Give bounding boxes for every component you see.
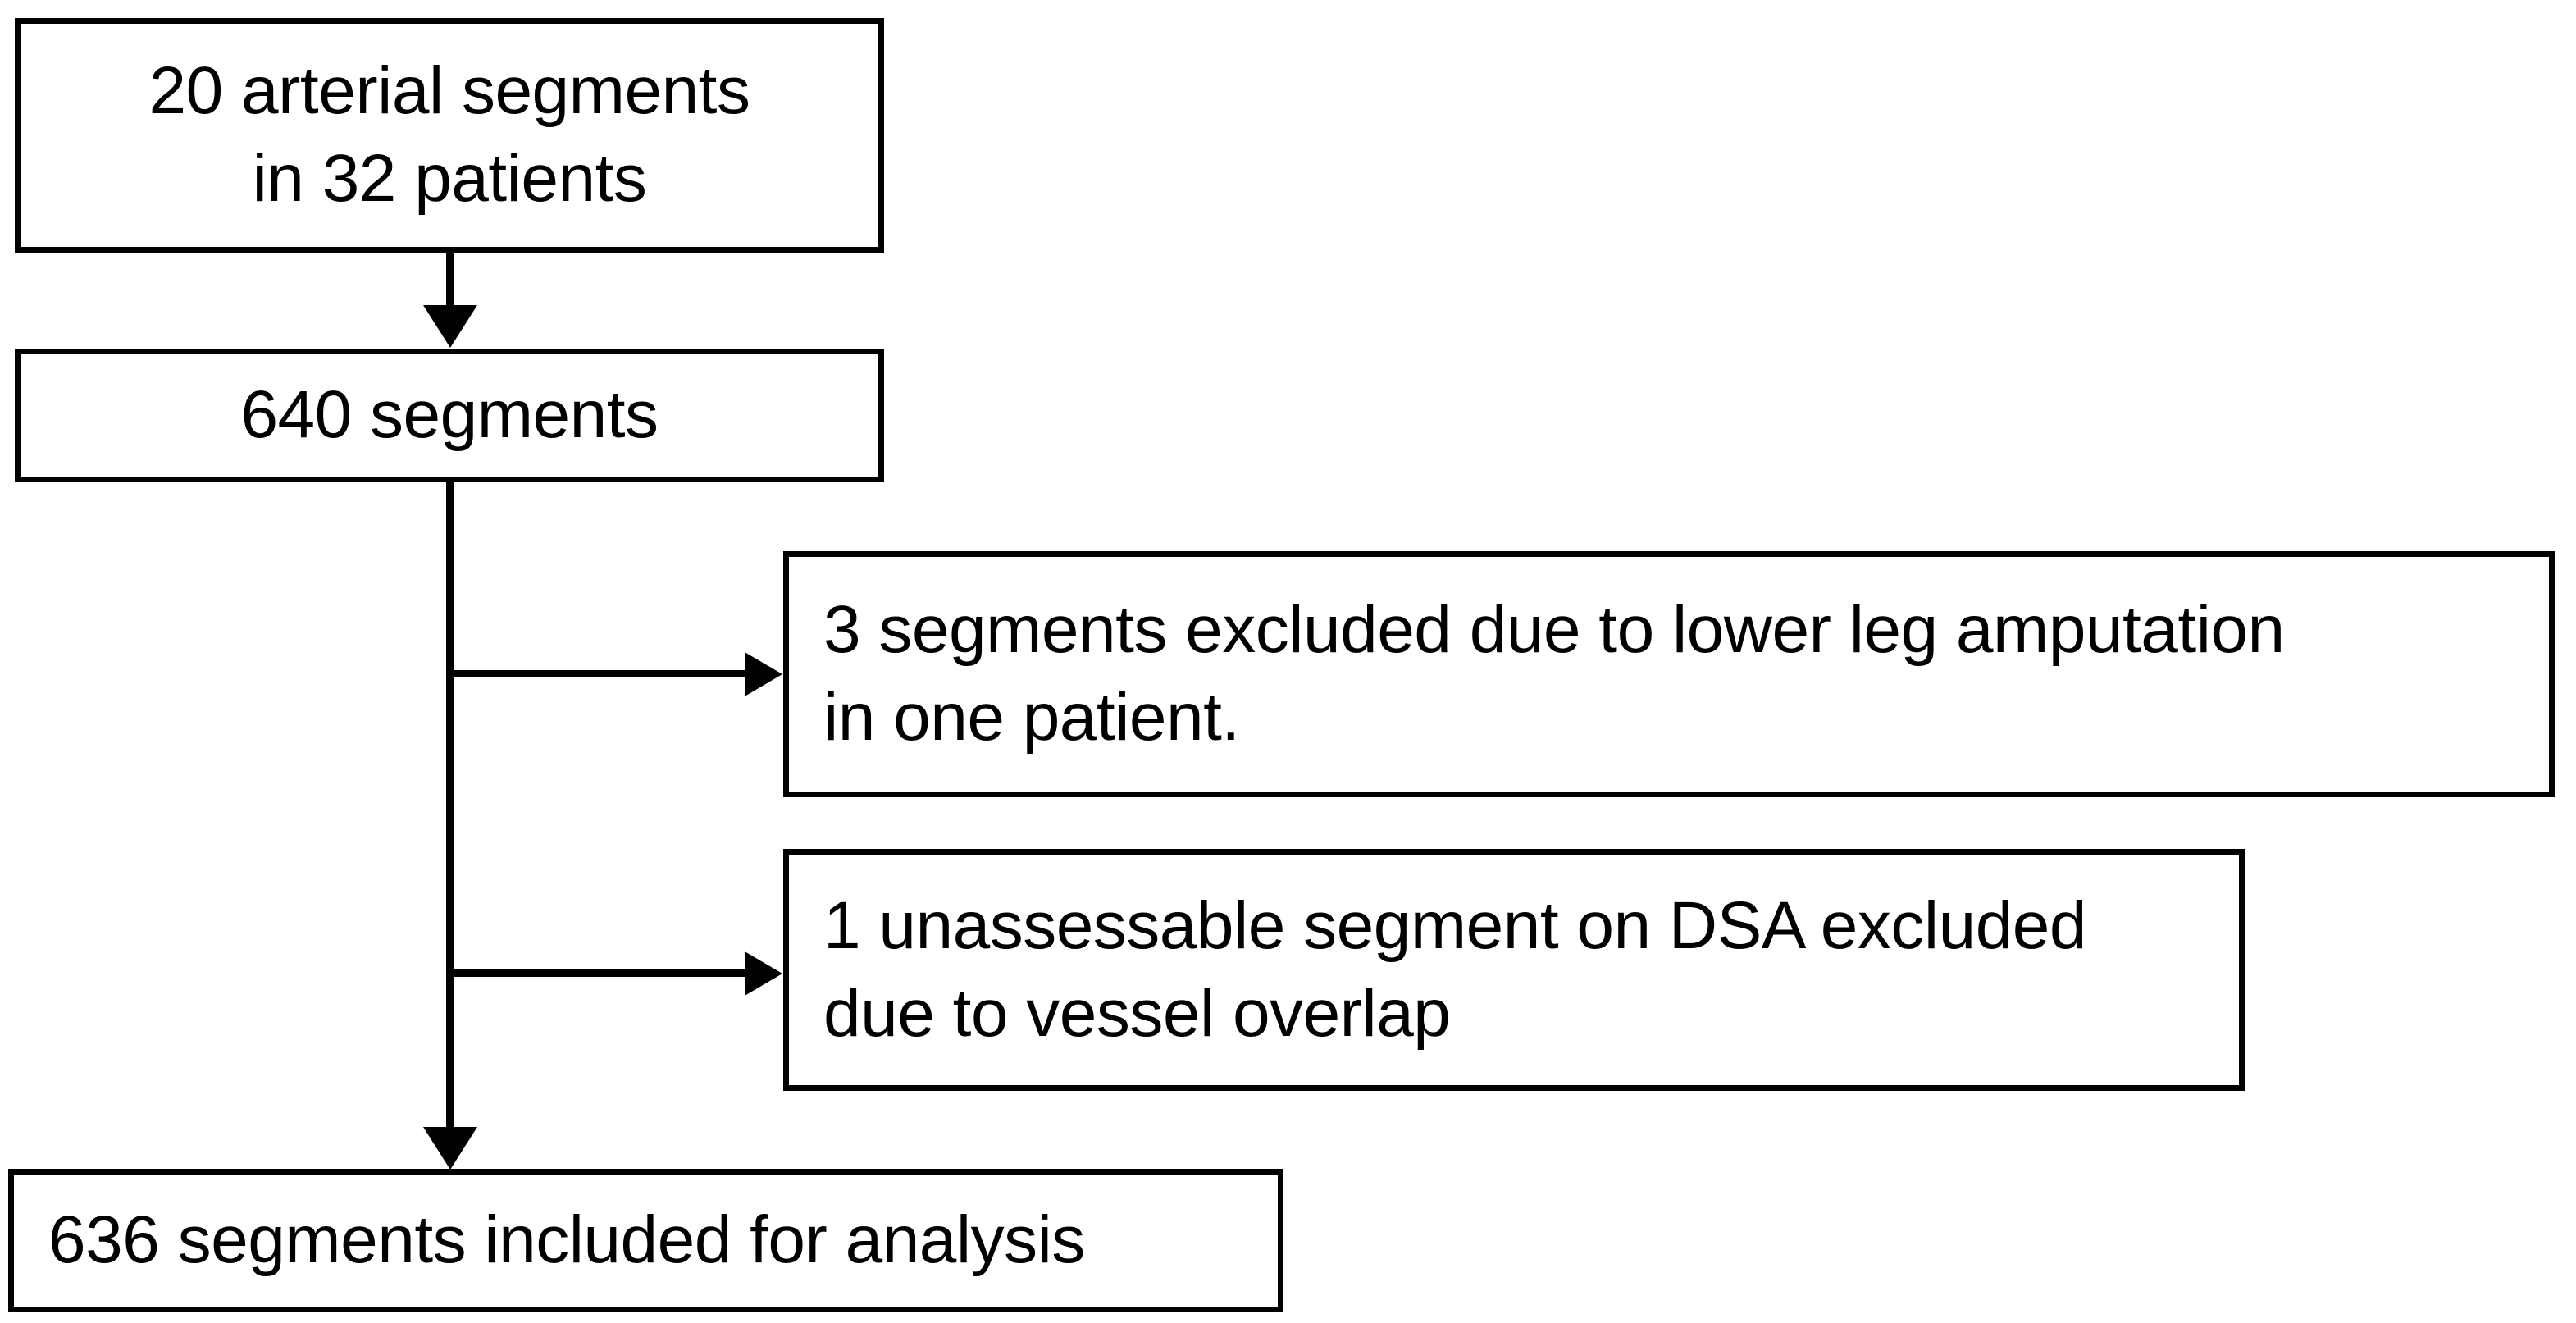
flowchart-node-excluded-amputation: 3 segments excluded due to lower leg amp… bbox=[783, 551, 2555, 797]
node-source-line-1: 20 arterial segments bbox=[148, 53, 750, 129]
node-included-line-1: 636 segments included for analysis bbox=[48, 1202, 1085, 1278]
node-excluded-dsa-line-1: 1 unassessable segment on DSA excluded bbox=[823, 887, 2087, 963]
node-segments-line-1: 640 segments bbox=[240, 377, 659, 453]
node-source-line-2: in 32 patients bbox=[252, 141, 647, 216]
arrow-right-icon bbox=[745, 652, 782, 696]
connector-branch-excluded-amputation bbox=[449, 670, 753, 677]
connector-source-to-segments bbox=[446, 253, 454, 328]
connector-segments-trunk bbox=[446, 482, 454, 1148]
arrow-down-icon bbox=[423, 1127, 477, 1170]
flowchart-node-excluded-unassessable-dsa: 1 unassessable segment on DSA excluded d… bbox=[783, 849, 2245, 1091]
arrow-right-icon bbox=[745, 951, 782, 996]
flowchart-node-included-for-analysis: 636 segments included for analysis bbox=[8, 1169, 1283, 1312]
node-excluded-dsa-line-2: due to vessel overlap bbox=[823, 975, 1451, 1051]
arrow-down-icon bbox=[423, 305, 477, 348]
node-excluded-amputation-line-1: 3 segments excluded due to lower leg amp… bbox=[823, 592, 2285, 668]
flowchart-node-total-segments: 640 segments bbox=[15, 349, 884, 482]
connector-branch-excluded-dsa bbox=[449, 969, 753, 977]
flowchart-node-source-population: 20 arterial segments in 32 patients bbox=[15, 18, 884, 253]
node-excluded-amputation-line-2: in one patient. bbox=[823, 680, 1240, 755]
